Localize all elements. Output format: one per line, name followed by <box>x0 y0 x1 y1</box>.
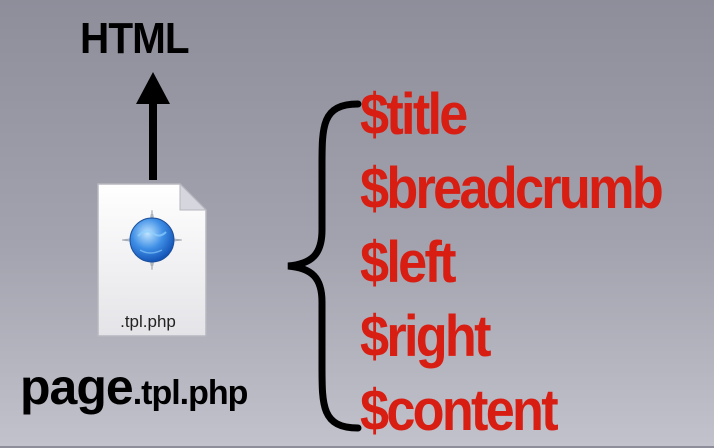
variable-content: $content <box>360 378 559 443</box>
output-label: HTML <box>80 14 190 63</box>
variable-title: $title <box>360 82 468 147</box>
file-name-base: page <box>20 359 134 415</box>
curly-brace-icon <box>287 100 362 432</box>
template-variable-list: $title $breadcrumb $left $right $content <box>360 78 694 448</box>
file-name-extension: .tpl.php <box>132 374 249 412</box>
variable-right: $right <box>360 304 492 369</box>
variable-left: $left <box>360 230 457 295</box>
document-globe-icon <box>97 182 208 337</box>
variable-breadcrumb: $breadcrumb <box>360 156 664 221</box>
template-file-name: page.tpl.php <box>20 358 249 416</box>
file-icon-extension-label: .tpl.php <box>120 312 176 331</box>
up-arrow-icon <box>136 72 170 180</box>
